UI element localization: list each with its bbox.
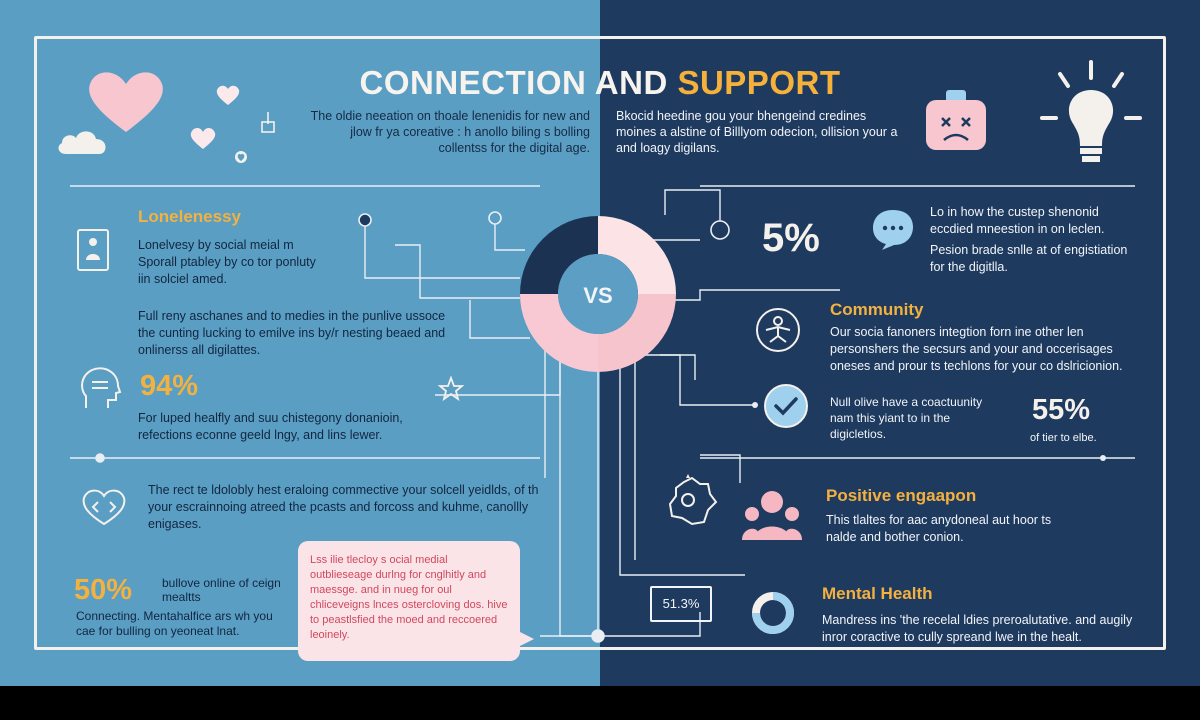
- left-para3: The rect te ldolobly hest eraloing comme…: [148, 483, 539, 531]
- stat-50-side: bullove online of ceign mealtts: [162, 576, 281, 604]
- cloud-icon: [58, 131, 106, 154]
- title-part2: SUPPORT: [677, 64, 841, 101]
- mental-body: Mandress ins 'the recelal ldies preroalu…: [822, 613, 1133, 644]
- stat-94-body: For luped healfly and suu chistegony don…: [138, 411, 403, 442]
- page-title: CONNECTION AND SUPPORT: [0, 64, 1200, 102]
- small-heart-icon: [216, 85, 240, 105]
- checkmark-icon: [764, 384, 808, 428]
- phone-icon: [77, 229, 109, 271]
- outer-frame: [34, 36, 1166, 650]
- network-person-icon: [756, 308, 800, 352]
- intro-right: Bkocid heedine gou your bhengeind credin…: [616, 109, 898, 155]
- stat-94-value: 94%: [140, 370, 199, 402]
- stat-5-value: 5%: [762, 216, 820, 260]
- loneliness-para2: Full reny aschanes and to medies in the …: [138, 309, 446, 357]
- stat-50-body: Connecting. Mentahalfice ars wh you cae …: [76, 609, 273, 638]
- stat-55-body: Null olive have a coactuunity nam this y…: [830, 395, 983, 441]
- title-part1: CONNECTION AND: [359, 64, 668, 101]
- head-silhouette-icon: [81, 367, 122, 408]
- community-heading: Community: [830, 300, 924, 319]
- chat-bubble-icon: [873, 210, 913, 250]
- connector-lines: [70, 185, 1135, 643]
- people-icon: [742, 491, 802, 540]
- stat-5-line2: Pesion brade snlle at of engistiation fo…: [930, 243, 1128, 274]
- loneliness-heading: Lonelenessy: [138, 207, 241, 226]
- lightbulb-icon: [1040, 60, 1142, 162]
- speech-bubble-text: Lss ilie tlecloy s ocial medial outblies…: [310, 554, 508, 641]
- center-ring: [520, 216, 676, 372]
- upload-icon: [261, 112, 275, 133]
- star-icon: [438, 376, 464, 402]
- ring-chart-icon: [752, 592, 794, 634]
- stat-badge: 51.3%: [650, 586, 712, 622]
- small-heart-icon: [190, 127, 216, 149]
- community-body: Our socia fanoners integtion forn ine ot…: [830, 325, 1123, 373]
- stat-5-line1: Lo in how the custep shenonid eccdied mn…: [930, 205, 1105, 236]
- puzzle-icon: [668, 474, 718, 526]
- small-heart-icon: [235, 151, 247, 163]
- stat-55-value: 55%: [1032, 394, 1091, 426]
- positive-heading: Positive engaapon: [826, 486, 977, 505]
- speech-bubble-tail: [518, 631, 534, 647]
- speech-bubble: Lss ilie tlecloy s ocial medial outblies…: [298, 541, 534, 661]
- stat-50-value: 50%: [74, 574, 133, 606]
- infographic: VS CONNECTION AND SUPPORT The oldie neea…: [0, 0, 1200, 686]
- positive-body: This tlaltes for aac anydoneal aut hoor …: [826, 513, 1052, 544]
- sad-battery-icon: [926, 90, 986, 150]
- loneliness-body: Lonelvesy by social meial m Sporall ptab…: [138, 238, 316, 286]
- intro-left: The oldie neeation on thoale lenenidis f…: [310, 109, 590, 155]
- heart-icon: [89, 72, 163, 132]
- heart-code-icon: [82, 489, 126, 526]
- stat-55-note: of tier to elbe.: [1030, 432, 1097, 444]
- vs-label: VS: [583, 283, 613, 308]
- mental-heading: Mental Health: [822, 584, 933, 603]
